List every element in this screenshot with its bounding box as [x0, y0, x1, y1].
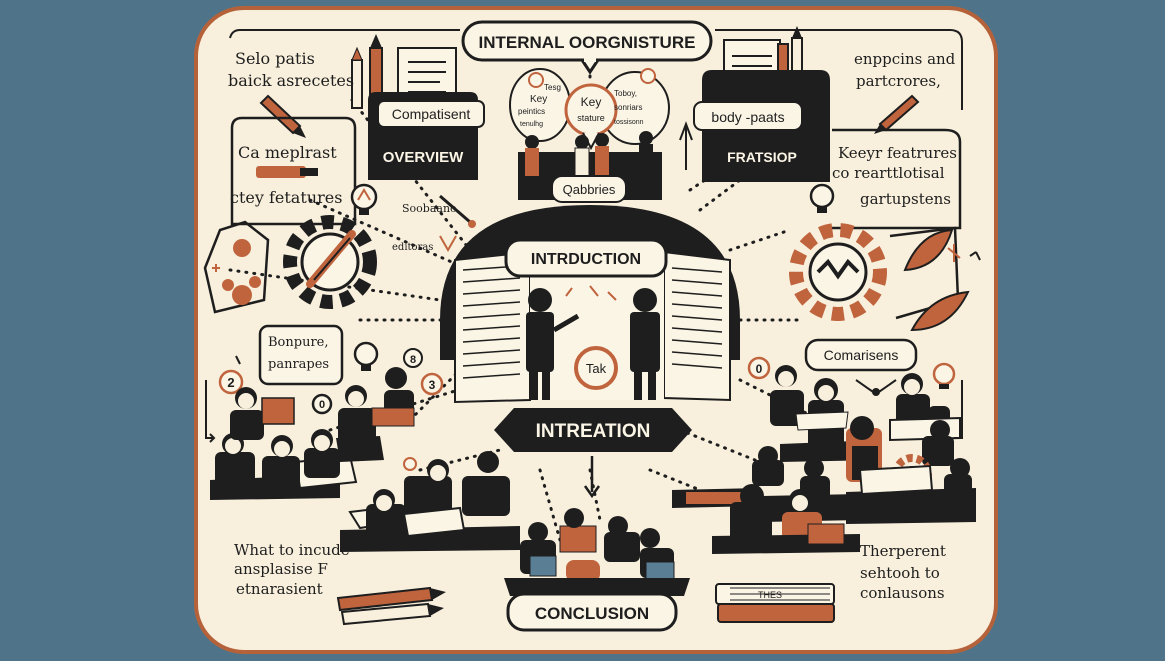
top-left-sub-note: Ca meplrast [238, 143, 337, 162]
bottom-center-group [504, 508, 690, 632]
bottom-right-line-2: sehtooh to [860, 564, 940, 582]
marker-icon [256, 166, 318, 178]
bottom-right-line-1: Therperent [860, 542, 946, 560]
bottom-right-line-3: conlausons [860, 584, 945, 602]
book-label: THES [758, 590, 782, 600]
gear-icon [283, 215, 377, 309]
flower-icon [203, 220, 270, 314]
bottom-left-line-3: etnarasient [236, 580, 323, 598]
bubble-left-line-2: Key [530, 94, 547, 105]
right-bulb-small-icon [932, 362, 956, 389]
top-right-badge: body -paats [711, 109, 784, 125]
marker-label-1: 2 [227, 375, 234, 390]
presenters [526, 285, 660, 400]
right-gear-icon [789, 223, 887, 321]
leaf-icon [889, 226, 970, 332]
left-lightbulb-icon [353, 341, 379, 371]
bubble-key-line-2: stature [577, 113, 605, 123]
bubble-key-line-1: Key [581, 95, 602, 109]
bottom-left-line-2: ansplasise F [234, 560, 328, 578]
bubble-right-line-3: tossisonn [614, 119, 644, 126]
marker-label-3: 3 [429, 378, 436, 392]
right-lightbulb-icon [809, 183, 835, 213]
top-left-heading: OVERVIEW [383, 149, 464, 166]
top-left-overview-box [368, 92, 485, 180]
top-left-speech-panel [230, 116, 357, 226]
pencil-icon [259, 94, 306, 138]
bottom-left-line-1: What to incude [234, 541, 350, 559]
top-right-features-line-3: gartupstens [860, 190, 951, 208]
bubble-right-line-2: sonriars [614, 103, 642, 112]
book-stack-icon [715, 583, 835, 623]
top-right-box [693, 70, 830, 182]
conclusion-label: CONCLUSION [535, 604, 649, 623]
top-left-badge: Compatisent [392, 106, 471, 122]
top-left-features: ctey fetatures [230, 188, 342, 207]
marker-label-5: 0 [319, 399, 325, 411]
panel-inner-border [229, 29, 963, 110]
left-classroom [210, 367, 520, 552]
side-left-small-b: editoras [392, 242, 433, 253]
interaction-label: INTREATION [536, 421, 651, 442]
top-left-note-line-1: Selo patis [235, 49, 315, 68]
top-left-note-line-2: baick asrecetes [228, 71, 354, 90]
number-markers [218, 348, 771, 415]
left-bubble-line-1: Bonpure, [268, 335, 329, 350]
side-arrows [205, 121, 981, 443]
right-bubble-text: Comarisens [824, 347, 899, 363]
top-right-note-line-1: enppcins and [854, 50, 956, 68]
bubble-left-line-3: peintics [518, 107, 545, 116]
bubble-left-line-4: tenulhg [520, 121, 543, 128]
lightbulb-icon [350, 183, 378, 215]
interaction-banner [494, 408, 692, 452]
top-right-heading: FRATSIOP [727, 149, 797, 165]
left-speech-bubble [258, 324, 344, 386]
marker-label-2: 8 [410, 354, 416, 366]
bubble-right-line-1: Toboy, [614, 89, 637, 98]
brush-icon [439, 194, 476, 253]
talk-label: Tak [586, 361, 607, 376]
top-right-speech-panel [832, 128, 962, 230]
down-arrow-icon [583, 456, 601, 499]
title-banner [461, 20, 713, 75]
top-center-bubbles [509, 68, 670, 151]
introduction-label: INTRDUCTION [531, 251, 641, 268]
marker-label-4: 0 [756, 362, 763, 376]
top-right-features-line-2: co rearttlotisal [832, 164, 945, 182]
right-classroom [672, 365, 976, 554]
top-center-people [518, 131, 662, 203]
side-left-small-a: Soobaano [402, 202, 457, 215]
top-right-features-line-1: Keeyr featrures [838, 144, 957, 162]
central-stage [440, 205, 740, 404]
bottom-pencils-icon [336, 586, 446, 626]
top-center-label: Qabbries [563, 182, 616, 197]
right-speech-bubble [804, 338, 918, 372]
top-right-note-line-2: partcrores, [856, 72, 941, 90]
left-bubble-line-2: panrapes [268, 357, 329, 372]
title-text: INTERNAL OORGNISTURE [479, 33, 696, 52]
bubble-left-line-1: Tesg [544, 83, 561, 92]
